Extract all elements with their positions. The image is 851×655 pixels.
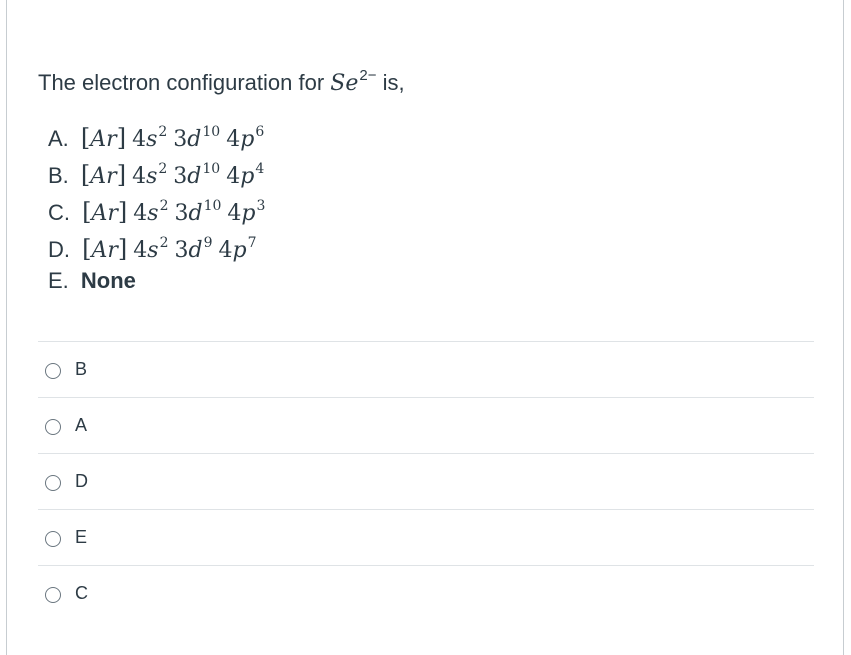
radio-button[interactable] bbox=[45, 362, 61, 379]
species-symbol: Se bbox=[330, 71, 359, 96]
electrons: 10 bbox=[202, 124, 221, 140]
subshell: s bbox=[146, 127, 158, 152]
subshell: d bbox=[188, 238, 203, 263]
choice-letter: B. bbox=[48, 163, 69, 188]
question-frame bbox=[6, 0, 844, 655]
subshell: d bbox=[187, 127, 202, 152]
answer-label[interactable]: C bbox=[75, 583, 88, 603]
question-suffix: is, bbox=[376, 70, 405, 95]
choice-letter: D. bbox=[48, 237, 70, 262]
subshell: s bbox=[147, 238, 159, 263]
subshell: s bbox=[146, 164, 158, 189]
shell: 4 bbox=[226, 164, 241, 189]
answer-list: B A D E C bbox=[38, 341, 814, 621]
electrons: 10 bbox=[203, 198, 222, 214]
question-text: The electron configuration for Se2− is, bbox=[38, 58, 405, 102]
choice-letter: A. bbox=[48, 126, 69, 151]
electrons: 3 bbox=[256, 198, 266, 214]
shell: 3 bbox=[173, 127, 188, 152]
electrons: 10 bbox=[202, 161, 221, 177]
choice-letter: C. bbox=[48, 200, 70, 225]
subshell: p bbox=[240, 164, 255, 189]
core-symbol: Ar bbox=[91, 238, 118, 263]
subshell: d bbox=[187, 164, 202, 189]
core-symbol: Ar bbox=[91, 201, 118, 226]
shell: 4 bbox=[218, 238, 233, 263]
electrons: 4 bbox=[255, 161, 265, 177]
subshell: p bbox=[241, 201, 256, 226]
radio-button[interactable] bbox=[45, 474, 61, 491]
answer-label[interactable]: A bbox=[75, 415, 88, 435]
radio-button[interactable] bbox=[45, 530, 61, 547]
electrons: 6 bbox=[255, 124, 265, 140]
radio-button[interactable] bbox=[45, 418, 61, 435]
radio-button[interactable] bbox=[45, 586, 61, 603]
electrons: 9 bbox=[203, 235, 213, 251]
answer-label[interactable]: E bbox=[75, 527, 88, 547]
species-charge: 2− bbox=[359, 67, 377, 84]
answer-label[interactable]: D bbox=[75, 471, 88, 491]
core-symbol: Ar bbox=[90, 127, 117, 152]
answer-option-b[interactable]: B bbox=[38, 341, 814, 397]
answer-option-c[interactable]: C bbox=[38, 565, 814, 621]
choice-e: E. None bbox=[48, 262, 265, 299]
electrons: 7 bbox=[247, 235, 257, 251]
shell: 4 bbox=[133, 238, 148, 263]
question-prefix: The electron configuration for bbox=[38, 70, 331, 95]
shell: 4 bbox=[132, 127, 147, 152]
shell: 4 bbox=[226, 127, 241, 152]
answer-option-a[interactable]: A bbox=[38, 397, 814, 453]
answer-option-d[interactable]: D bbox=[38, 453, 814, 509]
electrons: 2 bbox=[158, 124, 168, 140]
choice-value: None bbox=[80, 268, 136, 293]
shell: 4 bbox=[132, 164, 147, 189]
shell: 3 bbox=[174, 201, 189, 226]
subshell: d bbox=[188, 201, 203, 226]
shell: 3 bbox=[174, 238, 189, 263]
subshell: s bbox=[147, 201, 159, 226]
shell: 4 bbox=[133, 201, 148, 226]
shell: 3 bbox=[173, 164, 188, 189]
subshell: p bbox=[240, 127, 255, 152]
answer-label[interactable]: B bbox=[75, 359, 88, 379]
electrons: 2 bbox=[159, 235, 169, 251]
core-symbol: Ar bbox=[90, 164, 117, 189]
electrons: 2 bbox=[158, 161, 168, 177]
choice-letter: E. bbox=[48, 268, 69, 293]
answer-option-e[interactable]: E bbox=[38, 509, 814, 565]
electrons: 2 bbox=[159, 198, 169, 214]
subshell: p bbox=[232, 238, 247, 263]
shell: 4 bbox=[227, 201, 242, 226]
